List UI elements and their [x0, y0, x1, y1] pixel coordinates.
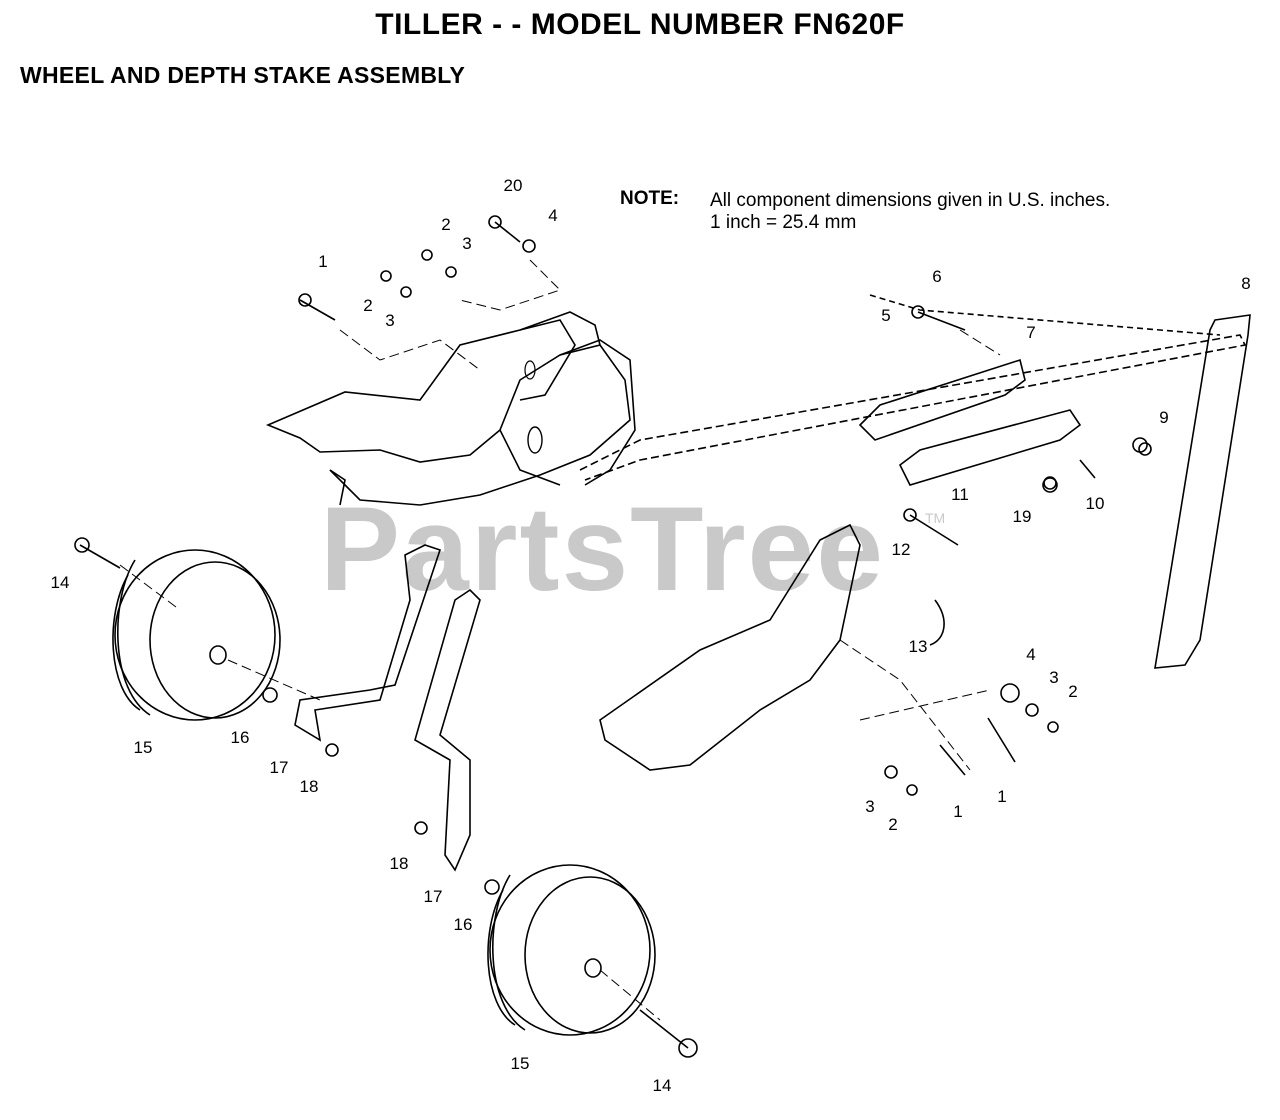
callout-part-14: 14 [652, 1076, 672, 1095]
callout-part-2: 2 [441, 215, 451, 234]
watermark-tm: TM [925, 510, 946, 526]
callout-part-18: 18 [389, 854, 409, 873]
note-text-conversion: 1 inch = 25.4 mm [710, 212, 857, 233]
fastener-hardware [74, 215, 1152, 1058]
callout-part-18: 18 [299, 777, 319, 796]
callout-part-4: 4 [548, 206, 558, 225]
callout-part-4: 4 [1026, 645, 1036, 664]
callout-part-15: 15 [510, 1054, 530, 1073]
page-title: TILLER - - MODEL NUMBER FN620F [375, 8, 905, 41]
callout-part-6: 6 [932, 267, 942, 286]
left-wheel [112, 549, 281, 721]
callout-part-17: 17 [423, 887, 443, 906]
callout-part-20: 20 [503, 176, 523, 195]
callout-part-3: 3 [385, 311, 395, 330]
callout-part-3: 3 [865, 797, 875, 816]
callout-part-16: 16 [453, 915, 473, 934]
note-label: NOTE: [620, 188, 680, 209]
wheel-brackets [294, 523, 861, 872]
callout-part-2: 2 [888, 815, 898, 834]
callout-part-19: 19 [1012, 507, 1032, 526]
callout-part-2: 2 [1068, 682, 1078, 701]
callout-part-17: 17 [269, 758, 289, 777]
leader-lines [119, 259, 1001, 1021]
callout-part-16: 16 [230, 728, 250, 747]
callout-part-1: 1 [997, 787, 1007, 806]
callout-part-11: 11 [951, 485, 969, 504]
right-wheel [487, 864, 656, 1036]
callout-part-9: 9 [1159, 408, 1169, 427]
callout-part-1: 1 [318, 252, 328, 271]
callout-part-8: 8 [1241, 274, 1251, 293]
callout-part-12: 12 [891, 540, 911, 559]
tiller-frame [265, 311, 1247, 506]
assembly-subtitle: WHEEL AND DEPTH STAKE ASSEMBLY [20, 62, 466, 88]
callout-part-13: 13 [908, 637, 928, 656]
depth-stake-assembly [858, 294, 1251, 669]
callout-part-3: 3 [1049, 668, 1059, 687]
callout-part-2: 2 [363, 296, 373, 315]
callout-part-5: 5 [881, 306, 891, 325]
callout-part-7: 7 [1026, 323, 1036, 342]
callout-part-14: 14 [50, 573, 70, 592]
note-text-dimensions: All component dimensions given in U.S. i… [710, 190, 1111, 211]
callout-part-3: 3 [462, 234, 472, 253]
callout-part-1: 1 [953, 802, 963, 821]
callout-part-10: 10 [1085, 494, 1105, 513]
callout-part-15: 15 [133, 738, 153, 757]
